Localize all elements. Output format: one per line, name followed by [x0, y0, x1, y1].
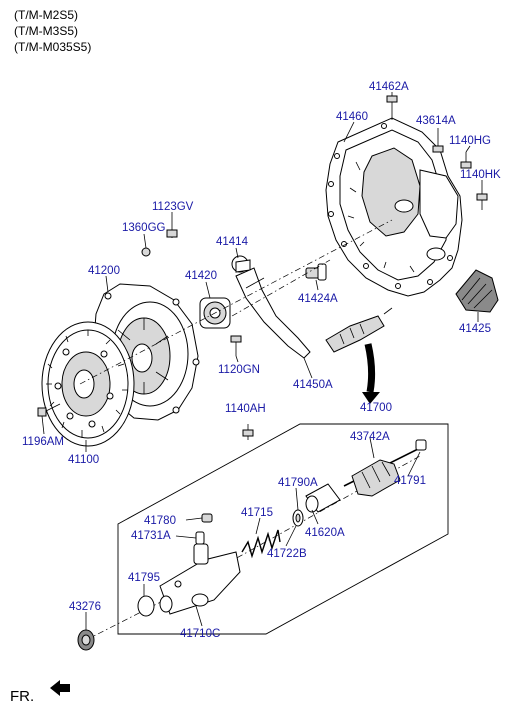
label-41710c[interactable]: 41710C: [180, 628, 220, 640]
bolt-1140hk: [476, 193, 488, 210]
leader-lines: [41, 92, 483, 630]
pivot-stud-41424a: [305, 263, 327, 281]
front-direction-arrow-icon: [50, 680, 70, 696]
slave-cylinder-body-41710c: [159, 543, 241, 615]
bolt-1123gv: [166, 222, 178, 238]
dust-cap-41795: [137, 595, 155, 617]
label-41424a[interactable]: 41424A: [298, 293, 338, 305]
variant-code-2: (T/M-M3S5): [14, 24, 78, 38]
detail-arrow: [362, 343, 380, 404]
label-41450a[interactable]: 41450A: [293, 379, 333, 391]
label-1120gn[interactable]: 1120GN: [218, 364, 260, 376]
label-1140hk[interactable]: 1140HK: [460, 169, 501, 181]
label-41731a[interactable]: 41731A: [131, 530, 171, 542]
front-direction-label: FR.: [10, 688, 35, 705]
rubber-boot-41425: [455, 269, 499, 313]
part-labels: 41462A 41460 43614A 1140HG 1140HK 1123GV…: [22, 81, 501, 640]
label-41460[interactable]: 41460: [336, 111, 368, 123]
transmission-housing: [325, 117, 463, 297]
bolt-1120gn: [230, 335, 242, 356]
label-41100[interactable]: 41100: [68, 454, 99, 466]
label-1196am[interactable]: 1196AM: [22, 436, 64, 448]
label-43742a[interactable]: 43742A: [350, 431, 390, 443]
label-41425[interactable]: 41425: [459, 323, 491, 335]
variant-code-3: (T/M-M035S5): [14, 40, 92, 54]
bleeder-screw-41731a: [195, 531, 205, 545]
release-fork-41450a: [231, 255, 311, 359]
label-1140ah[interactable]: 1140AH: [225, 403, 266, 415]
nut-1360gg: [141, 247, 151, 257]
cap-43276: [77, 629, 95, 651]
label-41414[interactable]: 41414: [216, 236, 249, 248]
seal-41790a: [292, 509, 304, 527]
spring-41715: [241, 529, 281, 559]
detail-box: [117, 423, 449, 635]
label-41795[interactable]: 41795: [128, 572, 160, 584]
bolt-43614a: [432, 136, 444, 153]
label-1140hg[interactable]: 1140HG: [449, 135, 491, 147]
label-41790a[interactable]: 41790A: [278, 477, 318, 489]
label-43276[interactable]: 43276: [69, 601, 101, 613]
bolt-41462a: [386, 95, 398, 120]
label-41462a[interactable]: 41462A: [369, 81, 409, 93]
label-41200[interactable]: 41200: [88, 265, 120, 277]
label-41722b[interactable]: 41722B: [267, 548, 307, 560]
label-41791[interactable]: 41791: [394, 475, 426, 487]
variant-code-1: (T/M-M2S5): [14, 8, 78, 22]
label-41420[interactable]: 41420: [185, 270, 217, 282]
bleeder-cap-41780: [201, 513, 213, 523]
label-1123gv[interactable]: 1123GV: [152, 201, 194, 213]
label-41715[interactable]: 41715: [241, 507, 273, 519]
piston-41620a: [305, 483, 341, 513]
label-41700[interactable]: 41700: [360, 402, 392, 414]
release-cylinder-assembly-41700: [325, 307, 393, 353]
clutch-disc: [41, 321, 135, 447]
bolt-1140hg: [460, 152, 472, 169]
label-1360gg[interactable]: 1360GG: [122, 222, 166, 234]
label-41620a[interactable]: 41620A: [305, 527, 345, 539]
label-41780[interactable]: 41780: [144, 515, 176, 527]
push-rod-and-boot: [343, 439, 427, 497]
label-43614a[interactable]: 43614A: [416, 115, 456, 127]
bolt-1140ah: [242, 424, 254, 440]
